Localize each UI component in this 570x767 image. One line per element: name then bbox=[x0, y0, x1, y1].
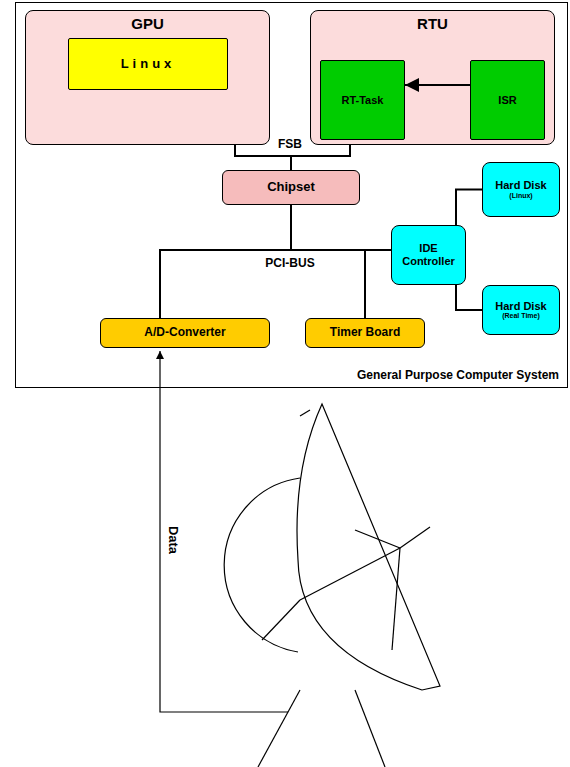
signal-label: Data bbox=[166, 524, 181, 556]
controller-box: IDE Controller bbox=[391, 225, 466, 285]
disk-box: Hard Disk(Linux) bbox=[482, 162, 560, 217]
timer-box: Timer Board bbox=[305, 318, 425, 348]
chipset-box: Chipset bbox=[222, 170, 360, 205]
box-heading: GPU bbox=[131, 15, 164, 32]
box-heading: RTU bbox=[417, 15, 448, 32]
system-frame: General Purpose Computer SystemGPULinuxR… bbox=[15, 2, 568, 388]
box-label: (Real Time) bbox=[502, 312, 540, 320]
isr-box: ISR bbox=[470, 60, 545, 140]
box-label: Hard Disk bbox=[495, 179, 546, 192]
bus-line bbox=[456, 190, 482, 226]
antenna-leg bbox=[258, 690, 300, 767]
box-label: General Purpose Computer System bbox=[357, 369, 559, 383]
signal-arrow bbox=[405, 84, 470, 86]
box-label: Hard Disk bbox=[495, 300, 546, 313]
bus-label: PCI-BUS bbox=[263, 256, 316, 270]
box-label: IDE Controller bbox=[396, 242, 461, 267]
data-arrow bbox=[160, 351, 288, 712]
processor-box: RTU RT-Task ISR bbox=[310, 10, 555, 145]
bus-line bbox=[235, 145, 291, 170]
os-box: Linux bbox=[68, 38, 228, 90]
box-label: Timer Board bbox=[330, 326, 400, 340]
bus-line bbox=[456, 285, 482, 310]
feed-horn bbox=[400, 527, 430, 548]
bus-line bbox=[160, 205, 291, 318]
task-box: RT-Task bbox=[320, 60, 405, 140]
box-label: ISR bbox=[498, 94, 516, 107]
antenna-dish bbox=[297, 404, 440, 690]
dish-rim bbox=[300, 410, 310, 416]
bus-label: FSB bbox=[276, 137, 304, 151]
bus-line bbox=[291, 205, 391, 250]
bus-line bbox=[291, 205, 365, 318]
antenna-mount bbox=[224, 478, 300, 652]
box-label: Chipset bbox=[267, 180, 315, 195]
box-label: Linux bbox=[121, 57, 176, 72]
feed-strut bbox=[355, 530, 400, 548]
box-label: (Linux) bbox=[509, 192, 532, 200]
mount-strut bbox=[262, 600, 300, 640]
disk-box: Hard Disk(Real Time) bbox=[482, 285, 560, 335]
box-label: RT-Task bbox=[342, 94, 384, 107]
processor-box: GPU Linux bbox=[25, 10, 270, 145]
converter-box: A/D-Converter bbox=[100, 318, 270, 348]
feed-strut bbox=[392, 548, 400, 650]
bus-line bbox=[291, 145, 350, 170]
box-label: A/D-Converter bbox=[144, 326, 225, 340]
feed-strut bbox=[300, 548, 400, 600]
antenna-leg bbox=[355, 690, 385, 767]
